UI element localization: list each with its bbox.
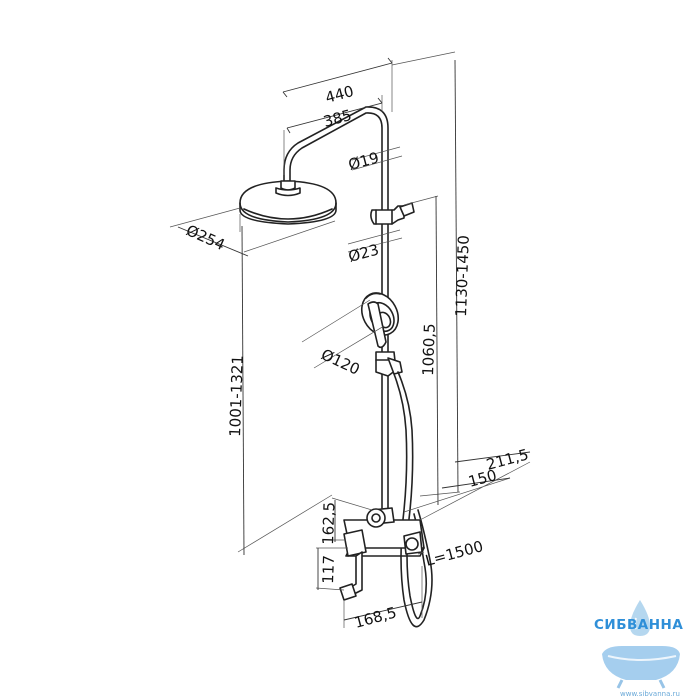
water-drop-icon <box>630 600 650 636</box>
dimension-hose-length: L=1500 <box>423 537 485 570</box>
rail-top-bracket <box>370 202 415 225</box>
bath-spout <box>339 551 363 601</box>
mixer-body <box>343 507 425 557</box>
shower-hose <box>393 373 433 628</box>
dimension-arm-diameter: Ø19 <box>346 148 381 173</box>
dimension-head-height-range: 1001-1321 <box>226 355 247 437</box>
dimension-spout-height: 117 <box>319 555 338 584</box>
rain-shower-head <box>239 180 337 225</box>
dimension-head-diameter: Ø254 <box>183 221 227 254</box>
dimension-overall-width: 440 <box>323 82 355 107</box>
dimension-hand-shower-diameter: Ø120 <box>318 345 362 378</box>
overhead-arm <box>289 112 383 216</box>
dimension-slider-height: 1060,5 <box>419 323 439 376</box>
dimension-depth-mixer: 150 <box>466 466 498 491</box>
dimension-spout-length: 168,5 <box>352 603 398 632</box>
dimension-lines <box>169 51 531 628</box>
overhead-arm-inner <box>283 106 389 216</box>
bathtub-icon <box>602 646 680 689</box>
dimension-rail-diameter: Ø23 <box>346 240 381 265</box>
dimension-mixer-height: 162,5 <box>319 502 338 546</box>
dimension-rail-height-range: 1130-1450 <box>452 235 473 317</box>
brand-logo: СИБВАННА www.sibvanna.ru <box>594 600 683 698</box>
shower-system <box>239 106 433 628</box>
logo-brand-name: СИБВАННА <box>594 617 683 633</box>
shower-hose-inner <box>397 371 428 620</box>
logo-url: www.sibvanna.ru <box>620 690 680 698</box>
hand-shower-slider <box>375 351 403 377</box>
dimension-arm-length: 385 <box>321 106 353 131</box>
hand-shower <box>360 292 400 349</box>
